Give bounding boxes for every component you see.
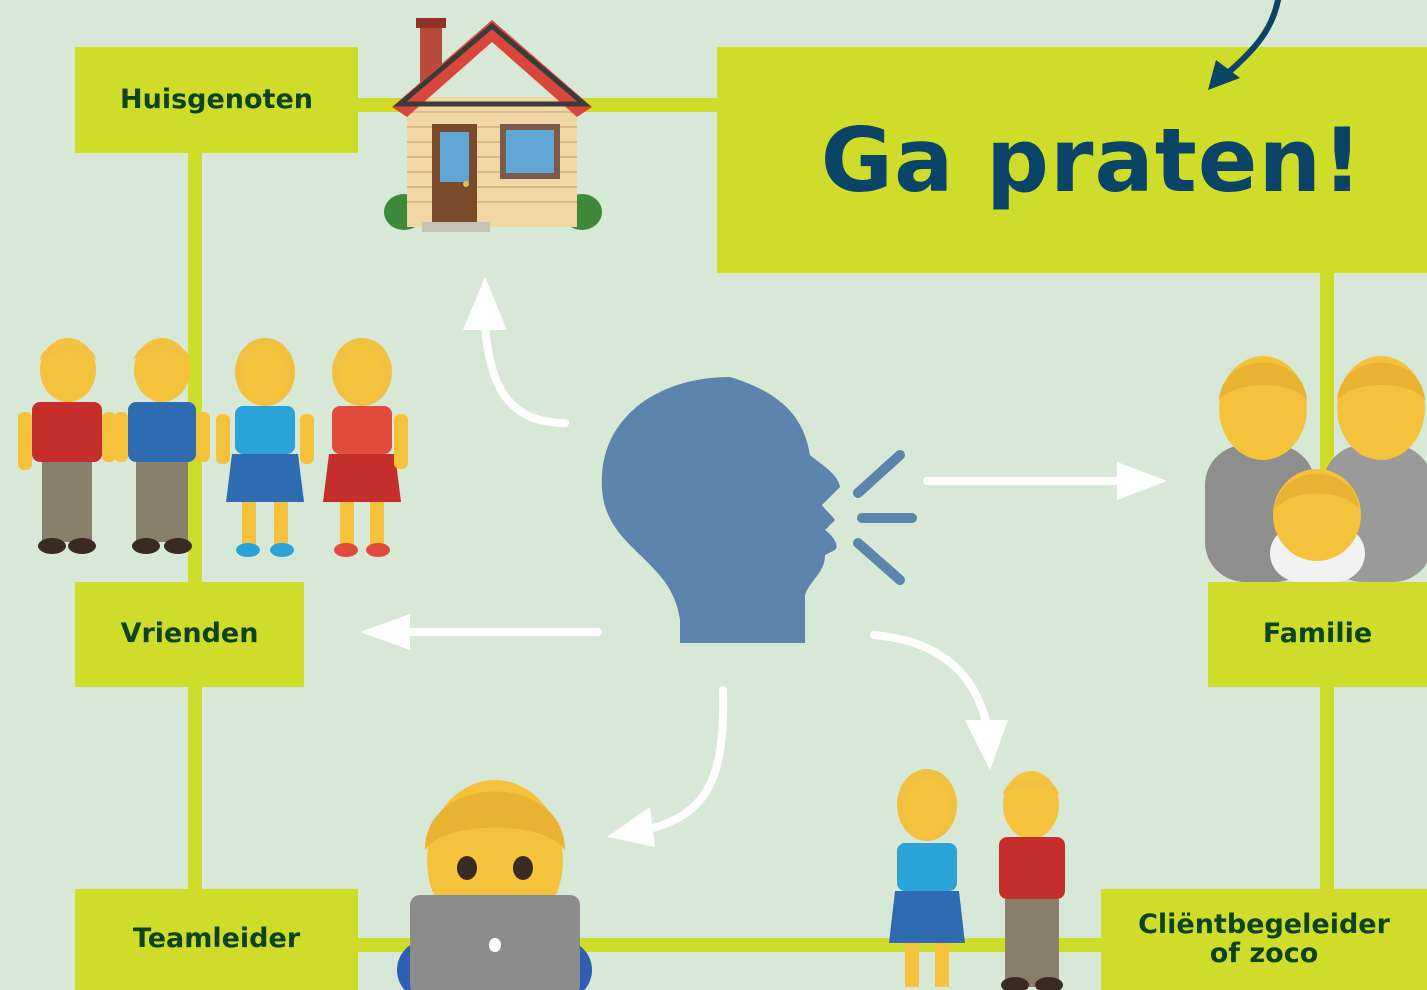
node-label: of zoco [1209, 937, 1319, 969]
node-label: Cliëntbegeleider [1138, 909, 1390, 941]
connector-left-vertical [188, 150, 202, 895]
family-icon [1205, 356, 1427, 582]
node-label: Huisgenoten [120, 83, 313, 115]
node-huisgenoten: Huisgenoten [75, 47, 358, 153]
page-title: Ga praten! [820, 108, 1364, 212]
node-label: Vrienden [120, 618, 259, 650]
couple-icon [889, 769, 1065, 990]
arrow-to-familie-icon [923, 462, 1167, 500]
laptop-person-icon [397, 780, 592, 990]
speaking-head-icon [601, 377, 917, 643]
node-teamleider: Teamleider [75, 889, 358, 990]
node-vrienden: Vrienden [75, 582, 304, 687]
title-box: Ga praten! [717, 47, 1427, 273]
title-arrow-icon [1208, 0, 1281, 90]
arrow-to-teamleider-icon [607, 686, 728, 847]
house-icon [384, 18, 602, 232]
arrow-to-clientbegeleider-icon [870, 631, 1008, 770]
arrow-to-huisgenoten-icon [463, 277, 569, 427]
arrow-to-vrienden-icon [360, 614, 602, 650]
node-label: Familie [1262, 618, 1373, 650]
node-clientbegeleider: Cliëntbegeleider of zoco [1101, 889, 1427, 990]
node-label: Teamleider [132, 923, 301, 955]
friends-group-icon [18, 338, 408, 557]
node-familie: Familie [1208, 582, 1427, 687]
